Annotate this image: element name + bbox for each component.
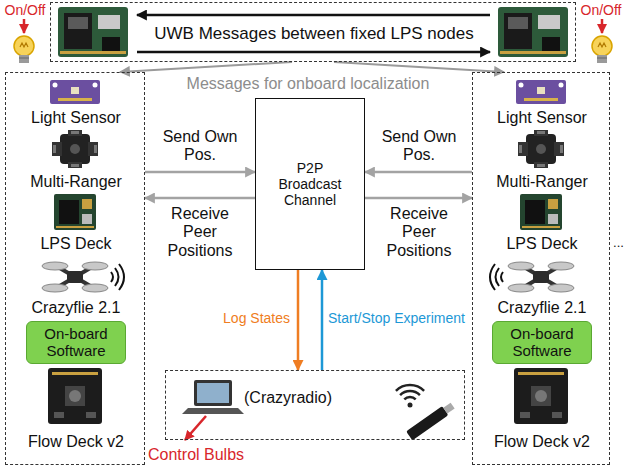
node-text: LPS Deck xyxy=(6,235,146,253)
connector-arrow xyxy=(365,197,472,200)
node-text: (Crazyradio) xyxy=(244,389,364,407)
node-text: Crazyflie 2.1 xyxy=(6,299,146,317)
node-text: On-board Software xyxy=(497,325,587,360)
edge-label: Send Own Pos. xyxy=(155,128,245,165)
free-label: On/Off xyxy=(2,2,48,18)
edge-label: Send Own Pos. xyxy=(374,128,464,165)
free-label: Messages for onboard localization xyxy=(150,75,466,93)
connector-arrow xyxy=(365,171,472,174)
connector-arrow xyxy=(297,270,300,370)
light-bulb xyxy=(592,36,612,63)
multi-ranger-icon xyxy=(52,130,98,168)
node-text: Flow Deck v2 xyxy=(473,433,611,451)
node-text: Crazyflie 2.1 xyxy=(473,299,611,317)
lps-deck-icon xyxy=(520,194,562,230)
control-arrow xyxy=(185,416,206,440)
connector-arrow xyxy=(321,270,324,370)
node-text: LPS Deck xyxy=(473,235,611,253)
free-label: Control Bulbs xyxy=(148,446,268,464)
drone-group: Light SensorMulti-RangerLPS DeckCrazyfli… xyxy=(5,72,145,465)
node-text: Light Sensor xyxy=(473,109,611,127)
connector-arrow xyxy=(145,171,255,174)
node-text: Multi-Ranger xyxy=(473,173,611,191)
uwb-arrow xyxy=(137,51,490,54)
drone-group: Light SensorMulti-RangerLPS DeckCrazyfli… xyxy=(472,72,610,465)
edge-label: Start/Stop Experiment xyxy=(328,310,470,326)
flow-deck-icon xyxy=(514,368,568,424)
lps-deck-icon xyxy=(54,194,96,230)
uwb-arrow xyxy=(137,14,490,17)
multi-ranger-icon xyxy=(518,130,564,168)
node-text: On-board Software xyxy=(31,325,121,360)
node-text: Flow Deck v2 xyxy=(6,433,146,451)
software-box: On-board Software xyxy=(26,321,126,364)
switch-arrow xyxy=(23,19,26,33)
radio-waves xyxy=(111,264,124,290)
node-text: UWB Messages between fixed LPS nodes xyxy=(51,24,577,44)
lps-node-board xyxy=(498,7,568,57)
channel-box: P2P Broadcast Channel xyxy=(255,98,365,270)
lps-node-board xyxy=(58,7,128,57)
ground-station: (Crazyradio) xyxy=(165,370,465,440)
crazyflie-icon xyxy=(508,262,574,292)
connector-arrow xyxy=(145,197,255,200)
free-label: On/Off xyxy=(578,2,624,18)
edge-label: Receive Peer Positions xyxy=(160,205,240,260)
edge-label: Receive Peer Positions xyxy=(379,205,459,260)
switch-arrow xyxy=(601,19,604,33)
wifi-icon xyxy=(396,385,424,407)
crazyflie-icon xyxy=(42,262,108,292)
laptop-icon xyxy=(182,380,244,414)
node-text: Light Sensor xyxy=(6,109,146,127)
light-bulb xyxy=(14,36,34,63)
light-sensor-icon xyxy=(516,80,566,104)
node-text: Multi-Ranger xyxy=(6,173,146,191)
radio-waves xyxy=(490,264,503,290)
connector-arrow xyxy=(334,62,504,72)
connector-arrow xyxy=(120,62,292,72)
light-sensor-icon xyxy=(50,80,100,104)
uwb-region: UWB Messages between fixed LPS nodes xyxy=(50,2,576,62)
radio-dongle xyxy=(406,401,456,440)
edge-label: Log States xyxy=(150,310,290,326)
node-text: P2P Broadcast Channel xyxy=(268,160,352,208)
free-label: ... xyxy=(612,236,625,251)
flow-deck-icon xyxy=(48,368,102,424)
software-box: On-board Software xyxy=(492,321,592,364)
